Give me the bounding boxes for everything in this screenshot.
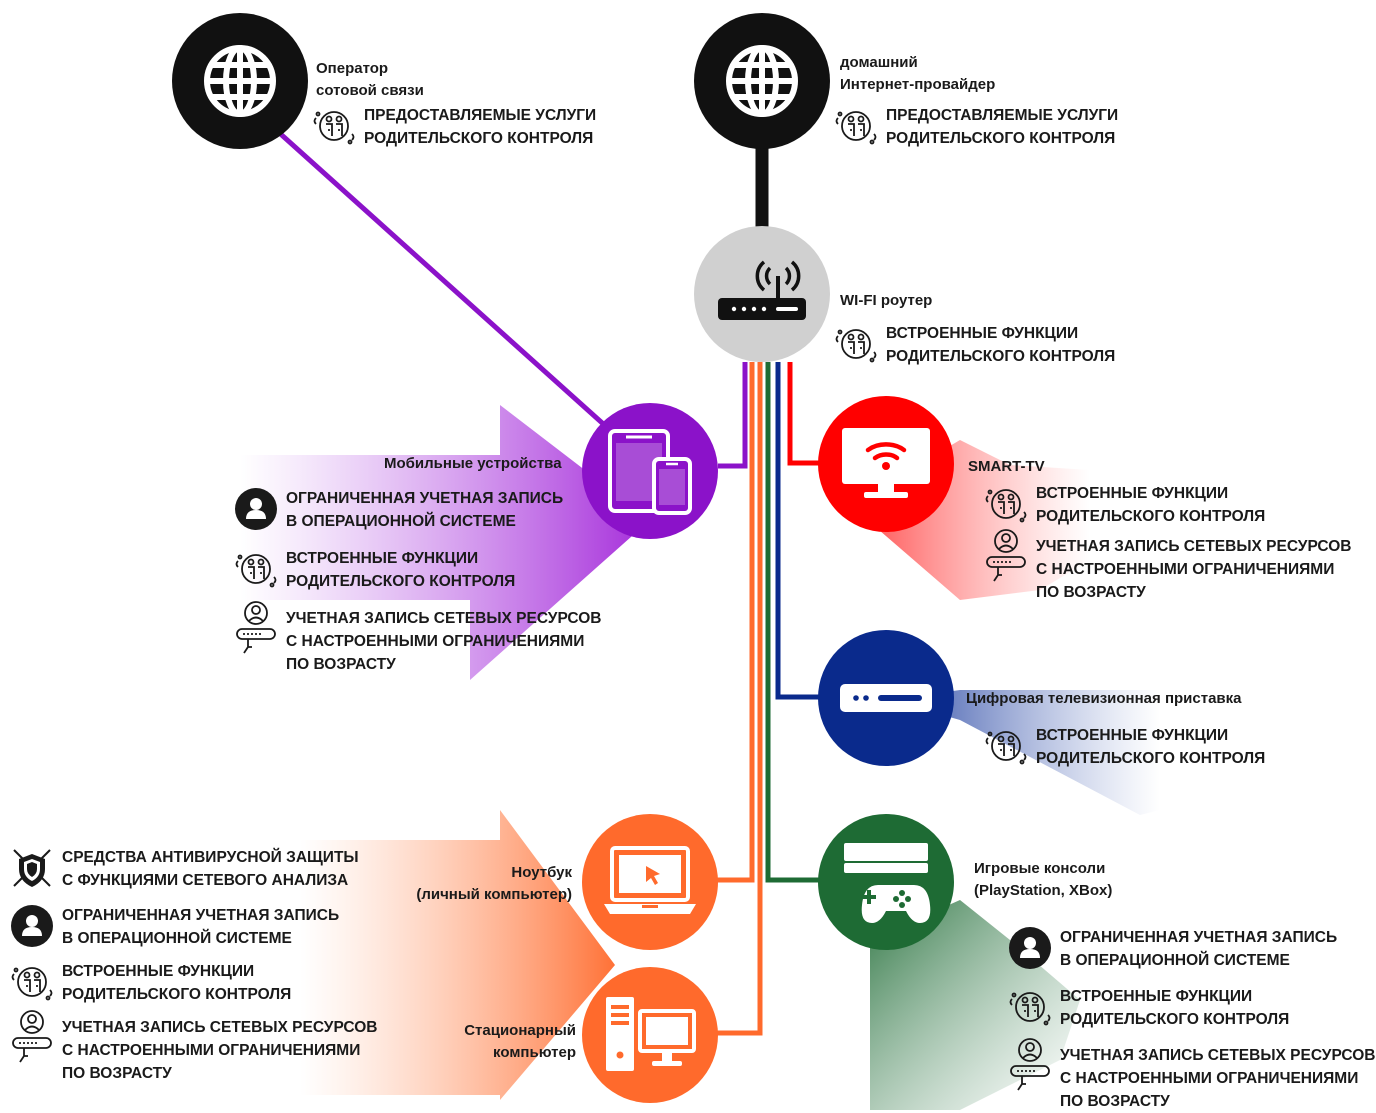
globe-icon xyxy=(204,45,276,117)
family-parental-icon xyxy=(312,104,356,148)
family-parental-icon xyxy=(10,960,54,1004)
smart-tv-line xyxy=(787,362,820,466)
family-parental-icon xyxy=(234,547,278,591)
mobile-operator-label: Оператор сотовой связи xyxy=(316,60,424,99)
computers-arrow xyxy=(300,810,615,1100)
smart-tv-node xyxy=(818,396,954,532)
mobile-label: Мобильные устройства xyxy=(384,455,562,472)
laptop-line xyxy=(715,362,755,883)
isp-label: домашний Интернет-провайдер xyxy=(840,54,996,93)
laptop-node xyxy=(582,814,718,950)
smart-tv-label: SMART-TV xyxy=(968,458,1045,475)
globe-icon xyxy=(726,45,798,117)
tv-wifi-icon xyxy=(842,428,930,498)
laptop-icon xyxy=(604,846,696,914)
mobile-operator-node xyxy=(172,13,308,149)
user-age-rating-icon xyxy=(984,529,1028,582)
user-account-icon xyxy=(234,487,278,531)
mobile-node xyxy=(582,403,718,539)
gamepad-icon xyxy=(844,843,931,923)
laptop-label: Ноутбук (личный компьютер) xyxy=(416,864,572,903)
set-top-box-icon xyxy=(840,684,932,712)
user-age-rating-icon xyxy=(1008,1038,1052,1091)
set-top-box-node xyxy=(818,630,954,766)
console-arrow xyxy=(870,900,1080,1110)
family-parental-icon xyxy=(1008,985,1052,1029)
family-parental-icon xyxy=(984,482,1028,526)
router-icon xyxy=(718,260,806,320)
operator-line xyxy=(263,118,612,432)
isp-node xyxy=(694,13,830,149)
console-node xyxy=(818,814,954,950)
shield-swords-icon xyxy=(10,846,54,890)
console-line xyxy=(765,362,820,883)
desktop-node xyxy=(582,967,718,1103)
console-label: Игровые консоли (PlayStation, XBox) xyxy=(974,860,1113,899)
desktop-icon xyxy=(606,997,696,1071)
family-parental-icon xyxy=(834,104,878,148)
user-account-icon xyxy=(10,904,54,948)
set-top-box-line xyxy=(775,362,820,700)
desktop-label: Стационарный компьютер xyxy=(464,1022,576,1061)
tablet-phone-icon xyxy=(608,429,692,515)
set-top-box-label: Цифровая телевизионная приставка xyxy=(966,690,1242,707)
desktop-line xyxy=(715,362,763,1036)
router-label: WI-FI роутер xyxy=(840,292,933,309)
user-age-rating-icon xyxy=(10,1010,54,1063)
user-age-rating-icon xyxy=(234,601,278,654)
user-account-icon xyxy=(1008,926,1052,970)
family-parental-icon xyxy=(984,724,1028,768)
set-top-box-arrow xyxy=(890,690,1160,815)
router-node xyxy=(694,226,830,362)
family-parental-icon xyxy=(834,322,878,366)
mobile-line xyxy=(718,362,748,469)
mobile-arrow xyxy=(240,405,650,680)
